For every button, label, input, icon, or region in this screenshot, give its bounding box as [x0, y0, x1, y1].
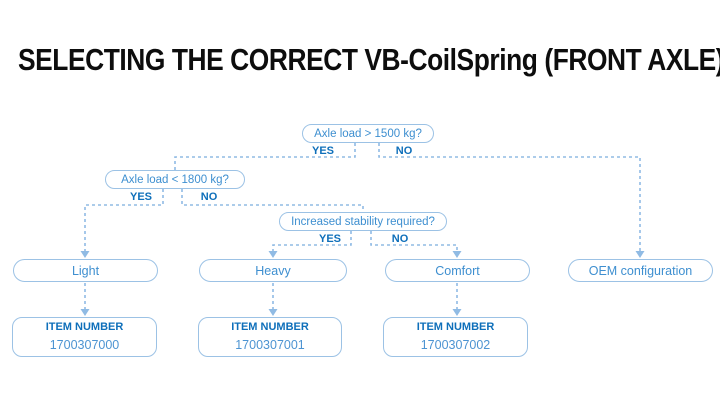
arrowhead-to-item-3	[452, 309, 462, 316]
yes-label-d2: YES	[129, 191, 152, 203]
item-number-value: 1700307001	[235, 337, 305, 352]
item-number-value: 1700307002	[420, 337, 491, 352]
decision-increased-stability: Increased stability required?	[279, 212, 447, 231]
yes-label-d1: YES	[311, 145, 334, 157]
connector-d1-yes	[174, 143, 356, 170]
arrowhead-to-light	[80, 251, 90, 258]
arrowhead-to-oem	[635, 251, 645, 258]
option-light: Light	[13, 259, 158, 282]
connector-d2-yes	[84, 189, 164, 251]
item-number-box-heavy: ITEM NUMBER 1700307001	[198, 317, 342, 357]
no-label-d2: NO	[200, 191, 218, 203]
decision-label: Axle load < 1800 kg?	[121, 173, 229, 186]
connector-d2-no	[181, 189, 364, 212]
item-number-heading: ITEM NUMBER	[416, 320, 495, 333]
connector-d3-yes	[272, 231, 352, 251]
arrowhead-to-item-1	[80, 309, 90, 316]
no-label-d3: NO	[391, 233, 409, 245]
decision-axle-load-1800: Axle load < 1800 kg?	[105, 170, 245, 189]
item-number-heading: ITEM NUMBER	[45, 320, 124, 333]
option-comfort: Comfort	[385, 259, 530, 282]
arrowhead-to-item-2	[268, 309, 278, 316]
item-number-heading: ITEM NUMBER	[231, 320, 309, 333]
item-number-box-comfort: ITEM NUMBER 1700307002	[383, 317, 528, 357]
decision-axle-load-1500: Axle load > 1500 kg?	[302, 124, 434, 143]
item-number-value: 1700307000	[49, 337, 120, 352]
arrowhead-to-heavy	[268, 251, 278, 258]
no-label-d1: NO	[395, 145, 413, 157]
option-label: OEM configuration	[588, 263, 693, 278]
decision-label: Increased stability required?	[291, 215, 435, 228]
option-label: Heavy	[255, 263, 291, 278]
connector-d1-no	[378, 143, 641, 251]
option-label: Comfort	[435, 263, 480, 278]
decision-label: Axle load > 1500 kg?	[314, 127, 422, 140]
item-number-box-light: ITEM NUMBER 1700307000	[12, 317, 157, 357]
option-label: Light	[71, 263, 100, 278]
option-heavy: Heavy	[199, 259, 347, 282]
connector-d3-no	[370, 231, 458, 251]
yes-label-d3: YES	[318, 233, 341, 245]
arrowhead-to-comfort	[452, 251, 462, 258]
option-oem-configuration: OEM configuration	[568, 259, 713, 282]
page-title: SELECTING THE CORRECT VB-CoilSpring (FRO…	[18, 42, 720, 77]
